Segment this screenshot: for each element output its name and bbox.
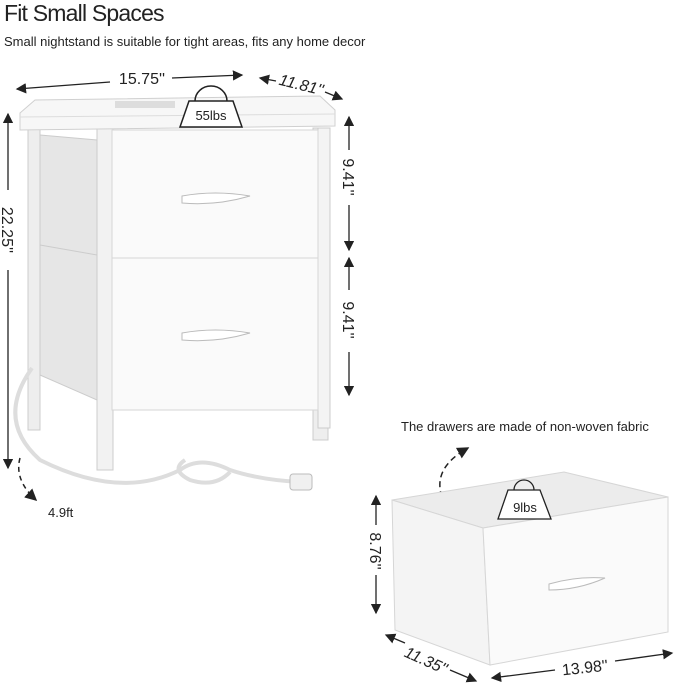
power-cord (13, 366, 301, 485)
top-drawer-handle (181, 192, 251, 205)
depth-label: 11.81'' (277, 72, 326, 100)
weight-icon-top: 55lbs (178, 85, 244, 128)
drawer-caption: The drawers are made of non-woven fabric (401, 419, 649, 434)
top-load-label: 55lbs (195, 108, 227, 123)
cord-length-label: 4.9ft (48, 505, 74, 520)
drawer-depth-label: 11.35'' (402, 644, 451, 678)
height-label: 22.25'' (0, 207, 15, 253)
top-drawer-height-label: 9.41'' (339, 158, 356, 195)
drawer-height-label: 8.76'' (366, 532, 383, 569)
page-subtitle: Small nightstand is suitable for tight a… (4, 34, 366, 49)
charging-station (115, 101, 175, 108)
page-title: Fit Small Spaces (4, 0, 165, 26)
drawer-handle (548, 577, 606, 591)
width-label: 15.75'' (119, 71, 165, 88)
drawer-load-label: 9lbs (513, 500, 537, 515)
bottom-drawer-handle (181, 329, 251, 342)
plug-icon (289, 473, 313, 491)
nightstand-image (13, 95, 336, 491)
weight-icon-drawer: 9lbs (497, 479, 552, 520)
drawer-width-label: 13.98'' (561, 658, 609, 680)
bottom-drawer-height-label: 9.41'' (339, 301, 356, 338)
